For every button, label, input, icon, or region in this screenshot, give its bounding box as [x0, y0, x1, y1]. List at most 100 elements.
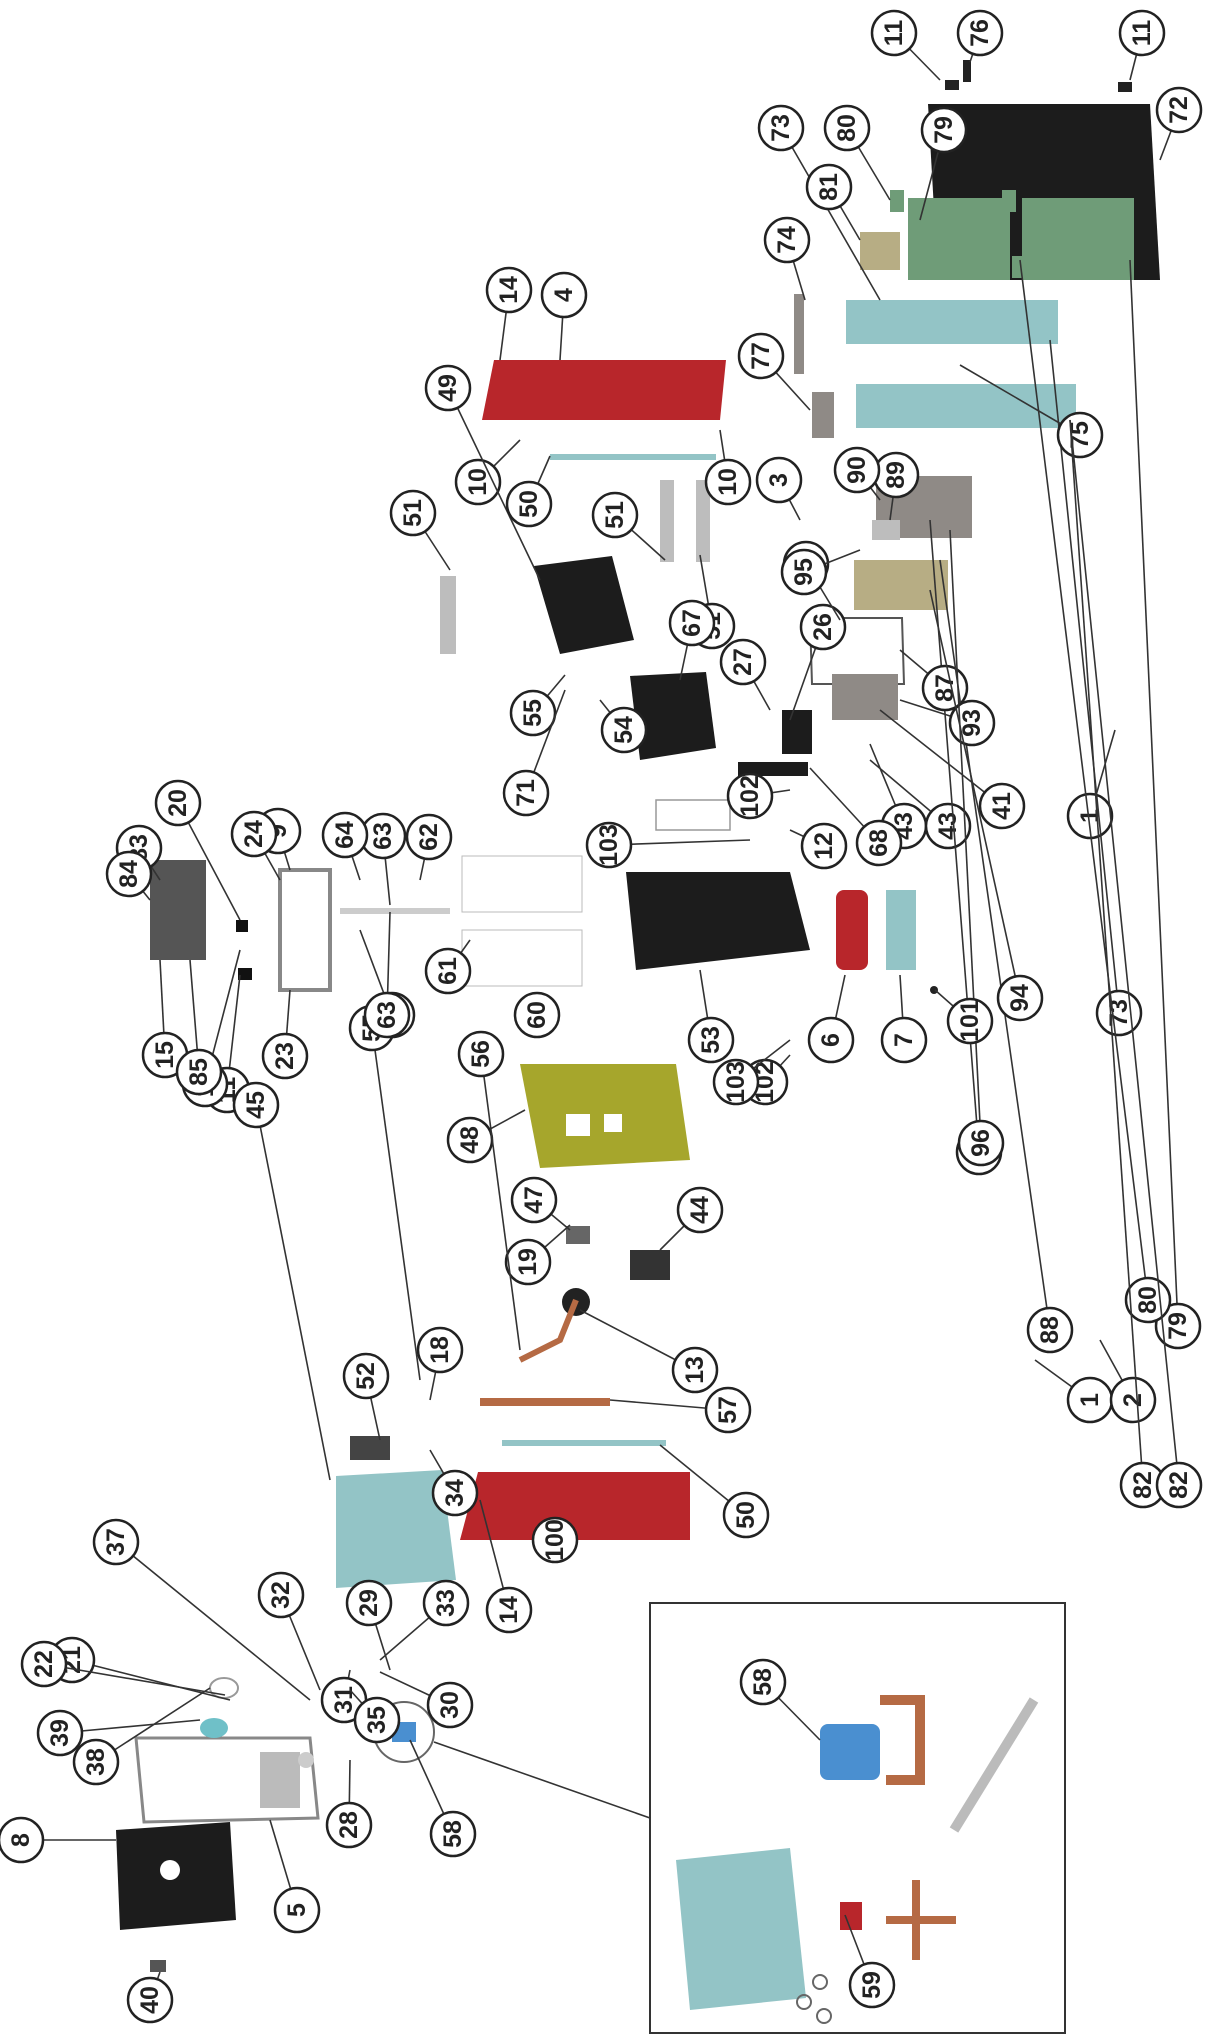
callout-number: 39 — [46, 1719, 74, 1747]
callout-20: 20 — [154, 779, 202, 827]
callout-number: 47 — [520, 1186, 548, 1214]
callout-circle — [704, 1386, 752, 1434]
callout-number: 89 — [882, 461, 910, 489]
callout-number: 59 — [858, 1971, 886, 1999]
callout-number: 68 — [865, 829, 893, 857]
callout-32: 32 — [257, 1571, 305, 1619]
part-front-cover-45 — [336, 1470, 456, 1588]
callout-48: 48 — [446, 1116, 494, 1164]
callout-67: 67 — [668, 599, 716, 647]
callout-23: 23 — [261, 1032, 309, 1080]
callout-leader-21 — [71, 1659, 231, 1701]
callout-number: 20 — [164, 789, 192, 817]
callout-54: 54 — [600, 706, 648, 754]
callout-circle — [513, 991, 561, 1039]
callout-59: 59 — [848, 1961, 896, 2009]
callout-circle — [591, 491, 639, 539]
callout-circle — [805, 163, 853, 211]
callout-number: 63 — [369, 822, 397, 850]
part-window-48a — [566, 1114, 590, 1136]
callout-circle — [712, 1058, 760, 1106]
part-display-5 — [260, 1752, 300, 1808]
callout-circle — [739, 1658, 787, 1706]
callout-number: 88 — [1036, 1316, 1064, 1344]
callout-51: 51 — [591, 491, 639, 539]
callout-circle — [1066, 792, 1114, 840]
callout-33: 33 — [422, 1579, 470, 1627]
callout-circle — [956, 9, 1004, 57]
part-cover-6 — [836, 890, 868, 970]
callout-circle — [855, 819, 903, 867]
callout-number: 19 — [514, 1248, 542, 1276]
callout-12: 12 — [800, 822, 848, 870]
callout-number: 54 — [610, 716, 638, 744]
callout-leader-49 — [447, 387, 541, 581]
callout-circle — [800, 822, 848, 870]
callout-circle — [676, 1186, 724, 1234]
callout-50: 50 — [505, 480, 553, 528]
callout-55: 55 — [509, 689, 557, 737]
part-rail-50-top — [550, 454, 716, 460]
callout-38: 38 — [72, 1738, 120, 1786]
inset-valve-59 — [840, 1902, 862, 1930]
callout-22: 22 — [20, 1640, 68, 1688]
callout-72: 72 — [1155, 86, 1203, 134]
callout-circle — [431, 1469, 479, 1517]
part-insulation-79a — [908, 198, 1010, 280]
callout-number: 43 — [934, 812, 962, 840]
callout-34: 34 — [431, 1469, 479, 1517]
callout-circle — [880, 1016, 928, 1064]
part-part-20 — [236, 920, 248, 932]
callout-number: 77 — [747, 342, 775, 370]
callout-81: 81 — [805, 163, 853, 211]
callout-number: 33 — [432, 1589, 460, 1617]
callout-8: 8 — [0, 1816, 45, 1864]
callout-76: 76 — [956, 9, 1004, 57]
callout-14: 14 — [485, 1586, 533, 1634]
callout-number: 62 — [415, 823, 443, 851]
callout-circle — [719, 638, 767, 686]
callout-circle — [353, 1696, 401, 1744]
callout-number: 90 — [843, 456, 871, 484]
callout-30: 30 — [426, 1681, 474, 1729]
callout-61: 61 — [424, 947, 472, 995]
callout-7: 7 — [880, 1016, 928, 1064]
callout-95: 95 — [780, 548, 828, 596]
callout-number: 84 — [115, 860, 143, 888]
callout-circle — [485, 1586, 533, 1634]
callout-102: 102 — [726, 772, 774, 820]
part-bracket-51c — [696, 480, 710, 562]
callout-leader-56 — [480, 1053, 521, 1351]
callout-number: 94 — [1006, 984, 1034, 1012]
callout-circle — [126, 1976, 174, 2024]
part-top-panel-4 — [482, 360, 726, 420]
callout-50: 50 — [722, 1491, 770, 1539]
callout-52: 52 — [342, 1352, 390, 1400]
callout-number: 13 — [681, 1356, 709, 1384]
callout-62: 62 — [405, 813, 453, 861]
callout-71: 71 — [502, 769, 550, 817]
callout-circle — [780, 548, 828, 596]
part-chamber-49 — [534, 556, 634, 654]
callout-63: 63 — [363, 991, 411, 1039]
callout-number: 50 — [515, 490, 543, 518]
callout-82: 82 — [1155, 1461, 1203, 1509]
callout-number: 55 — [519, 699, 547, 727]
callout-47: 47 — [510, 1176, 558, 1224]
inset-leader-line — [433, 1741, 651, 1819]
callout-64: 64 — [321, 811, 369, 859]
callout-29: 29 — [345, 1579, 393, 1627]
callout-19: 19 — [504, 1238, 552, 1286]
callout-circle — [920, 106, 968, 154]
inset-copper-pipe — [880, 1695, 925, 1785]
part-grille-83 — [150, 860, 206, 960]
callout-number: 82 — [1129, 1471, 1157, 1499]
callout-circle — [389, 489, 437, 537]
callout-leader-55 — [371, 1027, 421, 1381]
callout-circle — [1154, 1302, 1202, 1350]
callout-43: 43 — [924, 802, 972, 850]
callout-35: 35 — [353, 1696, 401, 1744]
callout-number: 2 — [1119, 1393, 1147, 1407]
callout-number: 27 — [729, 648, 757, 676]
callout-number: 57 — [714, 1396, 742, 1424]
